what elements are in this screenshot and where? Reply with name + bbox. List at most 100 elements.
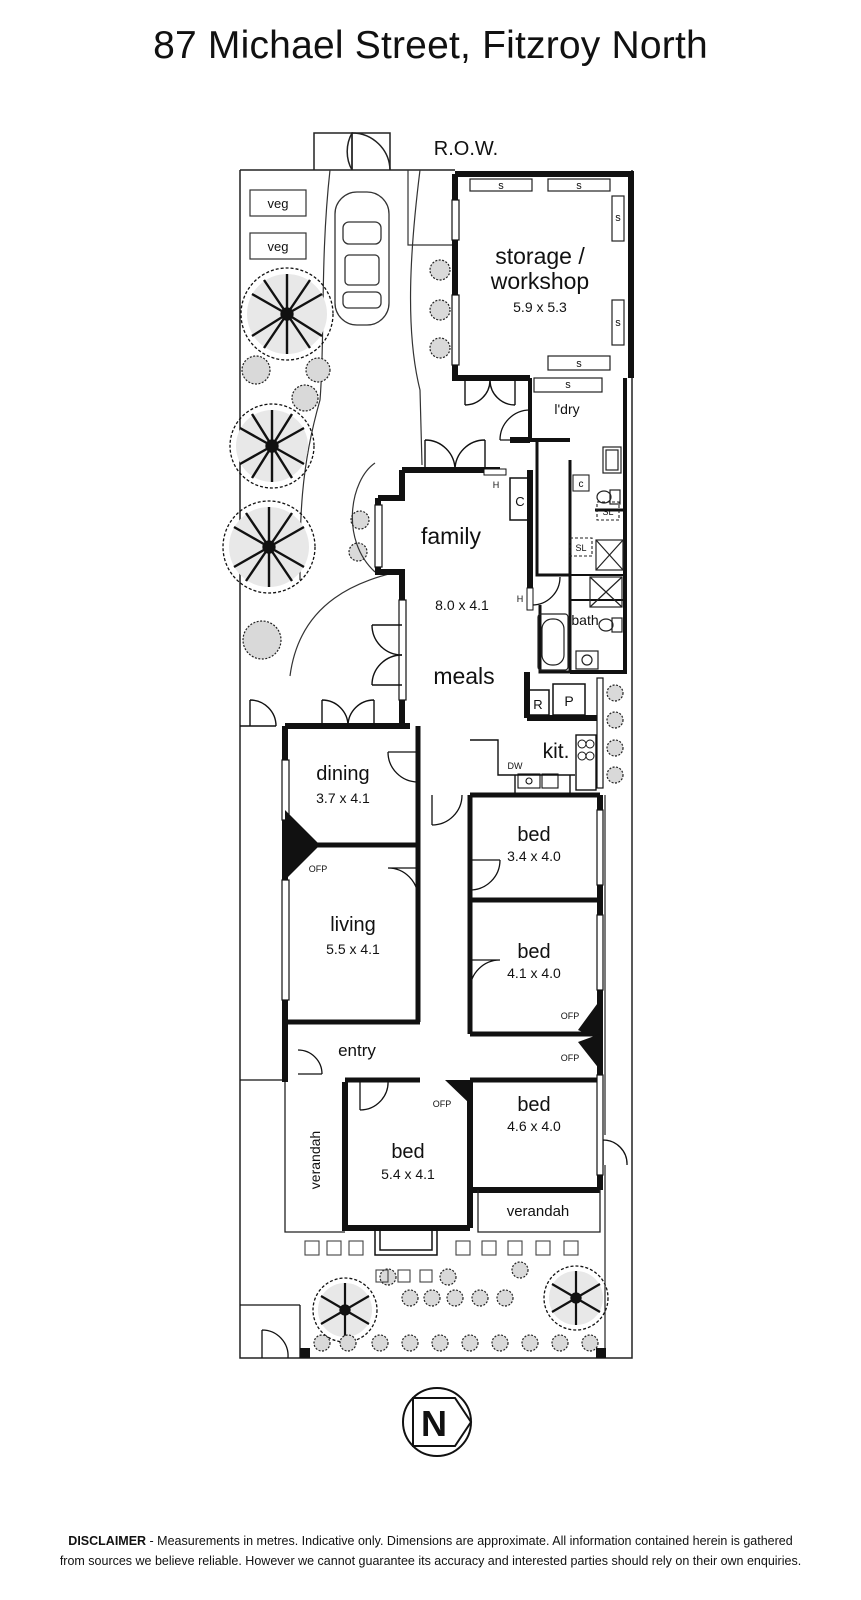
disclaimer-label: DISCLAIMER [68,1534,147,1548]
car-icon [334,191,390,326]
bed-b-window [596,914,604,991]
storage-shelves [469,178,625,393]
svg-text:P: P [564,693,573,709]
svg-text:SL: SL [575,543,586,553]
front-pavers [304,1240,579,1283]
storage-workshop-walls [452,171,634,381]
fireplace-icon: OFP [561,1034,600,1070]
shelf-label: s [565,379,571,391]
tree-icon [222,500,316,594]
svg-text:SL: SL [602,507,613,517]
bed-c-window [596,1074,604,1176]
room-name-meals: meals [433,663,494,689]
house-walls [282,437,603,1231]
heater: H [483,468,507,490]
svg-text:OFP: OFP [309,864,328,874]
shelf-label: s [576,358,582,370]
tree-icon [543,1265,609,1331]
svg-text:veg: veg [268,196,289,211]
tree-icon [229,403,315,489]
room-size-bed-front: 5.4 x 4.1 [381,1166,435,1182]
room-name-bed-c: bed [517,1094,550,1116]
vanity-icon [575,650,599,670]
room-size-bed-a: 3.4 x 4.0 [507,848,561,864]
toilet-icon [598,617,623,633]
kitchen-bench [470,734,597,796]
storage-doors [464,379,516,406]
svg-text:OFP: OFP [561,1053,580,1063]
kitchen-window [596,677,604,789]
sink-icon [517,773,559,789]
veg-bed: veg [249,189,307,217]
fridge: R [526,689,550,716]
laundry-tub [602,446,622,474]
room-name-entry: entry [338,1041,376,1060]
room-name-storage: storage / [495,243,585,269]
room-name-family: family [421,523,482,549]
room-size-bed-b: 4.1 x 4.0 [507,965,561,981]
room-name-bed-b: bed [517,941,550,963]
cooktop-icon [577,739,595,761]
bay-window [374,1228,438,1256]
verandah-front-outline [477,1190,601,1233]
site-boundary [239,169,633,1359]
skylight: SL [596,501,620,521]
pantry: P [552,683,586,716]
svg-text:H: H [517,594,524,604]
living-window [281,879,290,1001]
interior-walls [285,726,600,1083]
svg-text:H: H [493,480,500,490]
disclaimer-line-2: from sources we believe reliable. Howeve… [59,1554,802,1568]
rear-gate [313,132,391,171]
svg-text:OFP: OFP [433,1099,452,1109]
cupboard-small: c [572,474,590,492]
page-title: 87 Michael Street, Fitzroy North [153,24,708,67]
room-size-dining: 3.7 x 4.1 [316,790,370,806]
garden-path [289,569,406,677]
room-size-living: 5.5 x 4.1 [326,941,380,957]
skylight: SL [569,537,593,557]
heater: H [517,587,534,611]
svg-text:N: N [421,1403,447,1444]
storage-windows [451,199,460,366]
disclaimer-line-1: - Measurements in metres. Indicative onl… [146,1534,793,1548]
room-name-living: living [330,914,376,936]
verandah-side-outline [284,1082,345,1233]
driveway [299,169,455,581]
tree-icon [240,267,334,361]
room-size-bed-c: 4.6 x 4.0 [507,1118,561,1134]
shelf-label: s [615,212,621,224]
room-name-laundry: l'dry [554,401,579,417]
room-name-verandah-front: verandah [507,1203,570,1220]
dishwasher-label: DW [508,761,523,771]
room-size-family: 8.0 x 4.1 [435,597,489,613]
room-name-verandah-side: verandah [307,1131,323,1189]
shrubs [241,259,624,1352]
room-name-kitchen: kit. [543,740,570,763]
svg-text:R: R [533,697,542,712]
fireplace-icon: OFP [285,810,327,880]
side-doors [240,624,403,727]
room-name-bath: bath [571,612,598,628]
svg-text:veg: veg [268,239,289,254]
toilet-icon [596,489,621,505]
family-rear-doors [424,439,486,471]
shelf-label: s [498,180,504,192]
disclaimer: DISCLAIMER - Measurements in metres. Ind… [20,1531,841,1571]
room-name-dining: dining [316,763,369,785]
fireplace-icon: OFP [561,1000,600,1040]
shower-icon [589,539,624,608]
svg-text:c: c [579,479,584,490]
room-name-bed-front: bed [391,1141,424,1163]
tree-icon [312,1277,378,1343]
row-label: R.O.W. [434,138,498,160]
bathtub-icon [537,613,569,671]
north-arrow-icon: N [402,1387,473,1457]
svg-text:OFP: OFP [561,1011,580,1021]
veg-bed: veg [249,232,307,260]
family-windows [374,504,407,701]
cupboard: C [509,477,531,521]
room-name-workshop: workshop [490,268,589,294]
front-fence [300,1348,606,1358]
